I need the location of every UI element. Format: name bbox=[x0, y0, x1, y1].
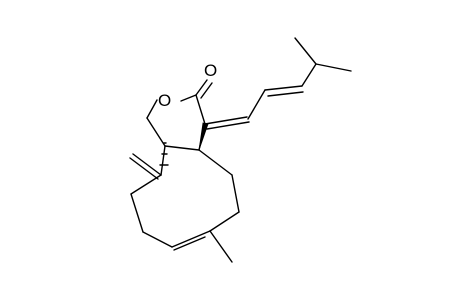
bond-c3p-c4p bbox=[301, 63, 317, 87]
bond-c4-c1p-b bbox=[206, 121, 250, 130]
bond-ch2-c8a bbox=[146, 117, 166, 147]
bond-exo-methylene-b bbox=[129, 157, 159, 180]
bond-c8-c9 bbox=[142, 231, 173, 248]
bond-c7-methyl bbox=[209, 230, 233, 263]
bond-c1-c4 bbox=[195, 94, 206, 125]
bond-c5-c6 bbox=[231, 174, 240, 213]
bond-c1-o-carbonyl-a bbox=[195, 79, 208, 96]
bond-c4p-me-a bbox=[294, 37, 317, 65]
bond-c8a-c4a bbox=[164, 145, 200, 151]
wedge-bond-c4a bbox=[198, 122, 209, 151]
bond-c1-o-carbonyl-b bbox=[200, 82, 213, 99]
bond-c7-c8-inner bbox=[173, 236, 206, 251]
bond-c2p-c3p-b bbox=[267, 91, 304, 97]
bond-c2p-c3p-a bbox=[264, 85, 303, 91]
bond-c7-c8-outer bbox=[171, 230, 211, 248]
ring-oxygen-label: O bbox=[158, 91, 171, 110]
bond-c1-o-ring bbox=[180, 94, 197, 102]
bond-c4a-c5 bbox=[198, 149, 233, 176]
bond-c6-c7 bbox=[209, 211, 240, 232]
bond-c9-c10 bbox=[130, 193, 144, 233]
bond-c4p-me-b bbox=[315, 63, 352, 72]
bond-c1p-c2p bbox=[247, 89, 266, 120]
bond-exo-methylene-a bbox=[132, 153, 162, 176]
bond-o-ring-ch2 bbox=[146, 99, 158, 119]
bond-c11-c8a bbox=[160, 145, 166, 176]
carbonyl-oxygen-label: O bbox=[204, 61, 217, 80]
bond-c4-c1p-a bbox=[204, 116, 248, 125]
